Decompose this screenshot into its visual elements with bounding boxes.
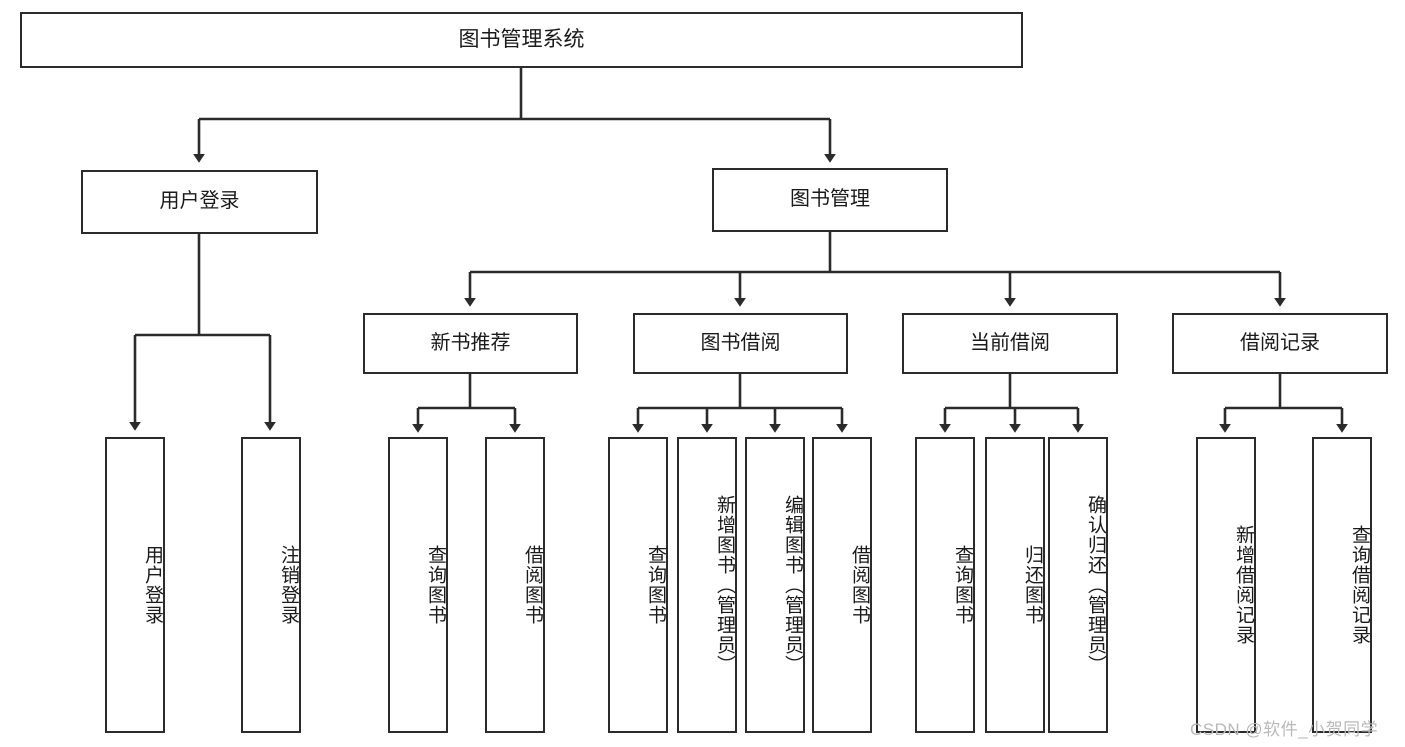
node-label: 用户登录 (159, 190, 240, 213)
node-label: 图书借阅 (700, 331, 781, 354)
leaf-recommend-borrow-book[interactable]: 借阅图书 (485, 437, 545, 733)
csdn-watermark: CSDN @软件_小贺同学 (1190, 720, 1379, 739)
node-label: 新书推荐 (430, 331, 511, 354)
node-label: 图书管理系统 (458, 27, 585, 51)
leaf-user-login-login[interactable]: 用户登录 (105, 437, 165, 733)
leaf-recommend-query-book[interactable]: 查询图书 (388, 437, 448, 733)
node-book-management[interactable]: 图书管理 (712, 168, 948, 232)
node-label: 新增图书（管理员） (714, 495, 735, 675)
node-user-login[interactable]: 用户登录 (81, 170, 318, 234)
node-label: 查询借阅记录 (1349, 525, 1370, 645)
node-label: 用户登录 (142, 545, 163, 625)
node-label: 借阅图书 (849, 545, 870, 625)
leaf-borrow-query-book[interactable]: 查询图书 (608, 437, 668, 733)
node-label: 归还图书 (1022, 545, 1043, 625)
leaf-record-query-record[interactable]: 查询借阅记录 (1312, 437, 1372, 733)
leaf-current-return-book[interactable]: 归还图书 (985, 437, 1045, 733)
node-current-borrow[interactable]: 当前借阅 (902, 313, 1118, 374)
node-label: 当前借阅 (970, 331, 1050, 354)
leaf-borrow-borrow-book[interactable]: 借阅图书 (812, 437, 872, 733)
node-root-system[interactable]: 图书管理系统 (20, 12, 1023, 68)
node-label: 编辑图书（管理员） (782, 495, 803, 675)
leaf-current-confirm-return-admin[interactable]: 确认归还（管理员） (1048, 437, 1108, 733)
node-label: 查询图书 (952, 545, 973, 625)
node-label: 查询图书 (425, 545, 446, 625)
leaf-borrow-add-book-admin[interactable]: 新增图书（管理员） (677, 437, 737, 733)
node-label: 借阅记录 (1240, 331, 1320, 354)
node-label: 查询图书 (645, 545, 666, 625)
node-label: 新增借阅记录 (1233, 525, 1254, 645)
leaf-user-login-logout[interactable]: 注销登录 (241, 437, 301, 733)
node-book-borrow[interactable]: 图书借阅 (633, 313, 848, 374)
node-label: 确认归还（管理员） (1085, 495, 1106, 675)
node-borrow-record[interactable]: 借阅记录 (1172, 313, 1388, 374)
leaf-record-add-record[interactable]: 新增借阅记录 (1196, 437, 1256, 733)
node-label: 借阅图书 (522, 545, 543, 625)
node-label: 图书管理 (790, 188, 870, 211)
leaf-borrow-edit-book-admin[interactable]: 编辑图书（管理员） (745, 437, 805, 733)
leaf-current-query-book[interactable]: 查询图书 (915, 437, 975, 733)
node-label: 注销登录 (278, 545, 299, 625)
node-new-book-recommend[interactable]: 新书推荐 (363, 313, 578, 374)
